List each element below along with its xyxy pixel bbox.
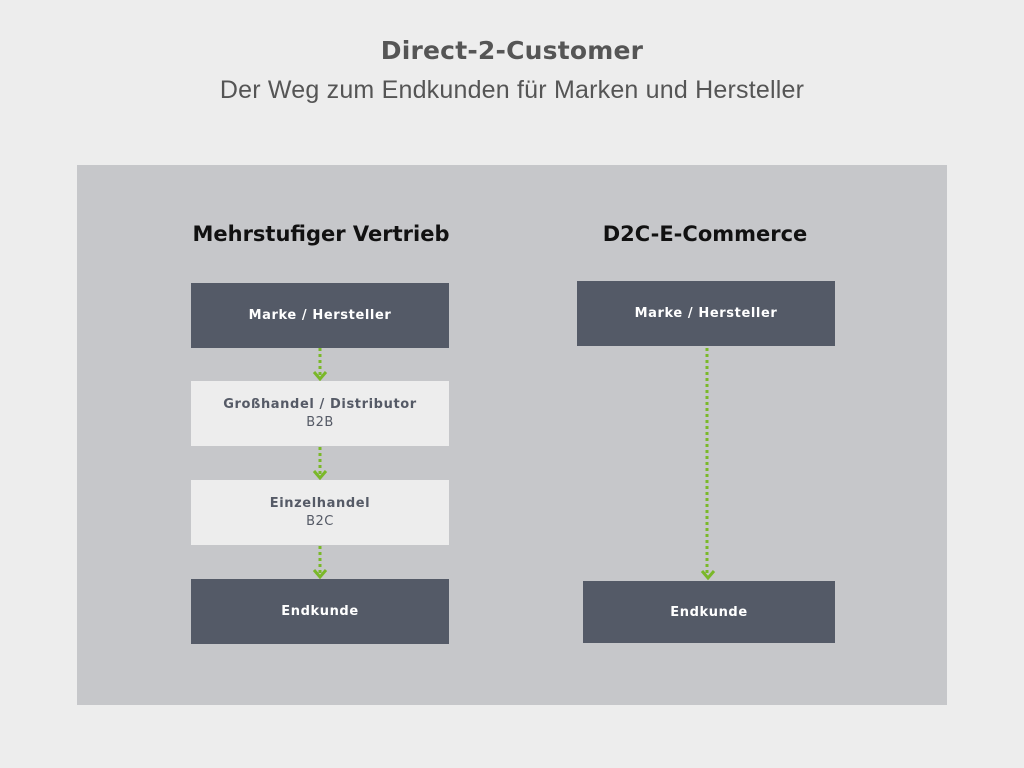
- step-label: Endkunde: [670, 604, 748, 620]
- step-label: Endkunde: [281, 604, 359, 619]
- step-label: Einzelhandel: [269, 496, 371, 511]
- step-wholesale-distributor: Großhandel / Distributor B2B: [191, 381, 449, 446]
- dotted-arrow-down-icon: [312, 546, 328, 580]
- dotted-arrow-down-icon: [700, 348, 716, 581]
- step-end-customer-d2c: Endkunde: [583, 581, 835, 643]
- page-title: Direct-2-Customer: [380, 36, 644, 65]
- step-label: Großhandel / Distributor: [223, 397, 417, 412]
- dotted-arrow-down-icon: [312, 447, 328, 481]
- dotted-arrow-down-icon: [312, 348, 328, 382]
- step-sublabel: B2C: [306, 514, 334, 529]
- page-subtitle: Der Weg zum Endkunden für Marken und Her…: [219, 76, 805, 104]
- step-sublabel: B2B: [306, 415, 334, 430]
- column-title-d2c: D2C-E-Commerce: [602, 222, 808, 246]
- step-retail: Einzelhandel B2C: [191, 480, 449, 545]
- step-end-customer: Endkunde: [191, 579, 449, 644]
- step-label: Marke / Hersteller: [634, 306, 778, 321]
- step-label: Marke / Hersteller: [248, 308, 392, 323]
- step-brand-manufacturer: Marke / Hersteller: [191, 283, 449, 348]
- step-brand-manufacturer-d2c: Marke / Hersteller: [577, 281, 835, 346]
- column-title-multistage: Mehrstufiger Vertrieb: [192, 222, 450, 246]
